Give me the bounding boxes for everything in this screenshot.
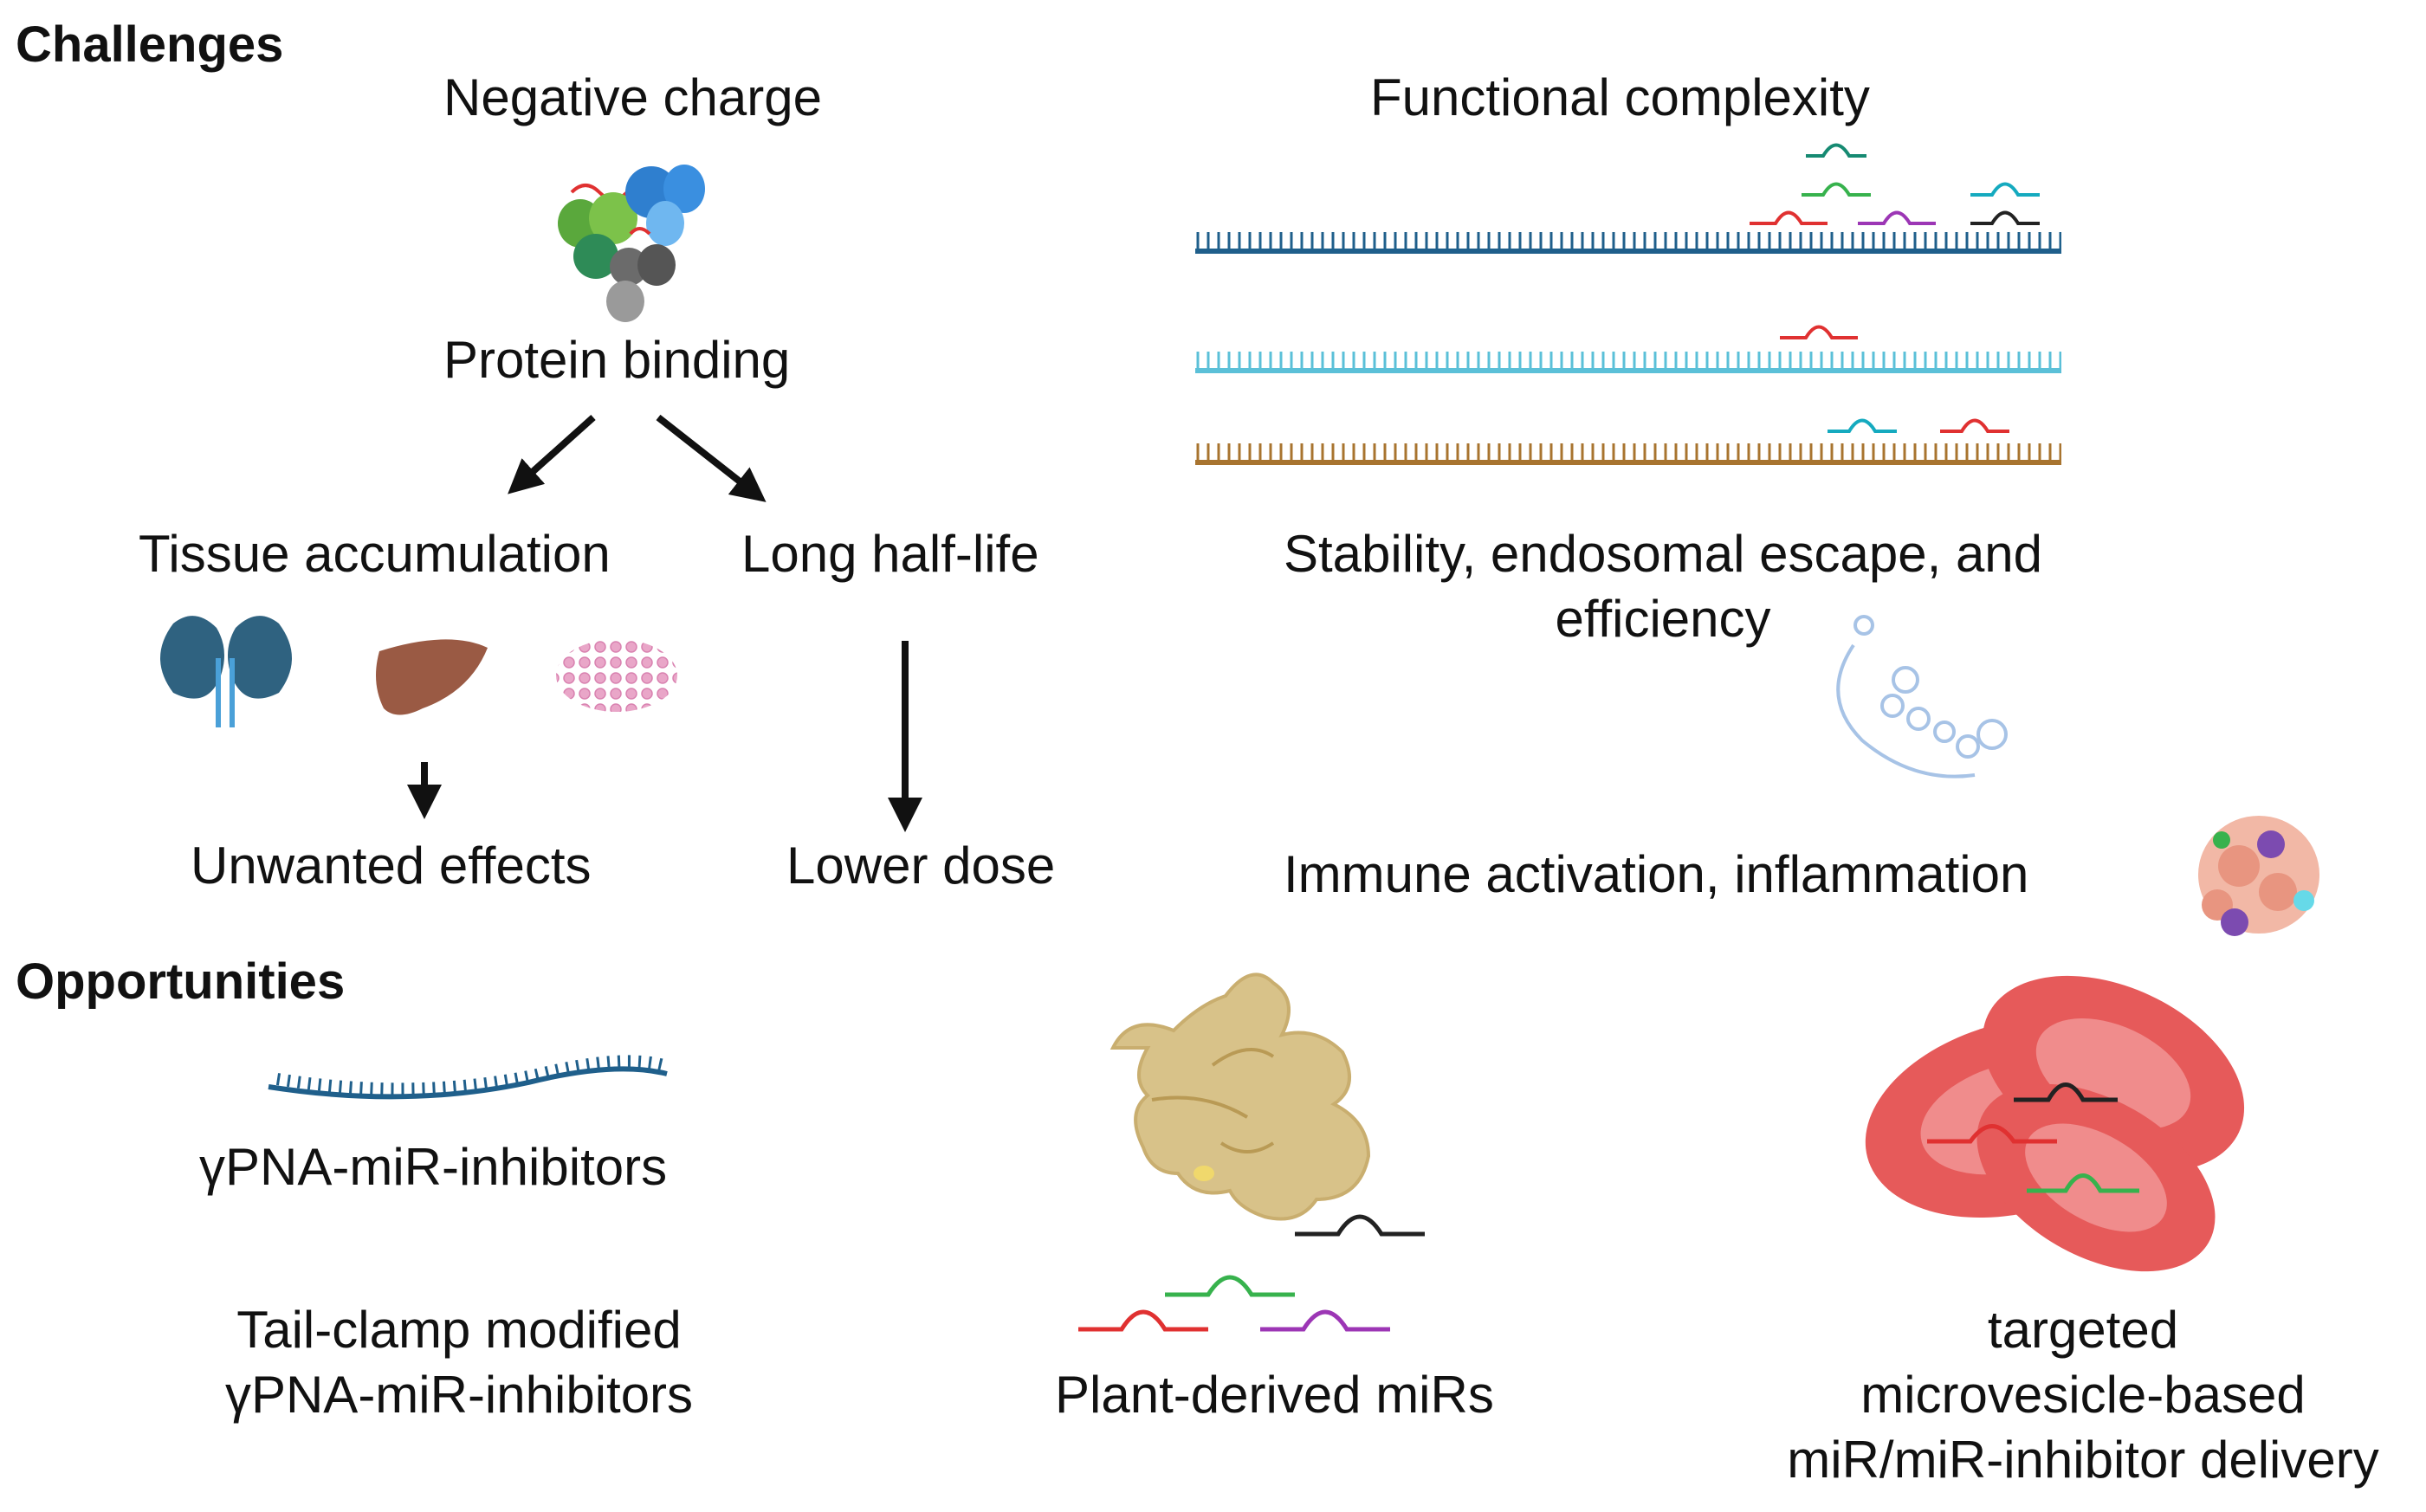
opportunities-heading: Opportunities	[16, 953, 346, 1010]
arrow-to-half-life	[656, 414, 767, 502]
challenges-heading: Challenges	[16, 16, 284, 73]
mrna-strand-icon	[1195, 232, 2061, 465]
tail-clamp-label-line1: Tail-clamp modified	[236, 1301, 682, 1359]
kidney-icon	[160, 616, 292, 727]
negative-charge-label: Negative charge	[443, 68, 822, 126]
long-half-life-label: Long half-life	[741, 525, 1039, 583]
endosome-icon	[1836, 615, 2008, 779]
functional-complexity-label: Functional complexity	[1370, 68, 1870, 126]
arrow-to-tissue	[508, 415, 596, 494]
targeted-label-line2: microvesicle-based	[1860, 1366, 2306, 1424]
targeted-label-line1: targeted	[1987, 1301, 2179, 1359]
plant-derived-mirs-label: Plant-derived miRs	[1055, 1366, 1494, 1424]
tail-clamp-label-line2: γPNA-miR-inhibitors	[224, 1366, 694, 1424]
immune-activation-label: Immune activation, inflammation	[1284, 845, 2029, 903]
plant-mirnas	[1078, 1214, 1425, 1332]
tissue-accumulation-label: Tissue accumulation	[139, 525, 611, 583]
lower-dose-label: Lower dose	[786, 837, 1056, 895]
liver-icon	[376, 639, 488, 715]
protein-cluster-icon	[558, 165, 705, 322]
stability-label-line1: Stability, endosomal escape, and	[1283, 525, 2043, 583]
gpna-strand-icon	[268, 1055, 670, 1100]
gpna-inhibitors-label: γPNA-miR-inhibitors	[199, 1138, 668, 1196]
unwanted-effects-label: Unwanted effects	[191, 837, 592, 895]
immune-cells-icon	[2198, 816, 2319, 936]
targeted-label-line3: miR/miR-inhibitor delivery	[1787, 1431, 2379, 1489]
protein-binding-label: Protein binding	[443, 331, 791, 389]
pancreas-icon	[556, 639, 677, 712]
red-blood-cell-icon	[1865, 975, 2245, 1272]
ginger-root-icon	[1109, 972, 1371, 1221]
mirna-hairpin-icon	[1750, 143, 2040, 433]
stability-label-line2: efficiency	[1555, 590, 1771, 648]
